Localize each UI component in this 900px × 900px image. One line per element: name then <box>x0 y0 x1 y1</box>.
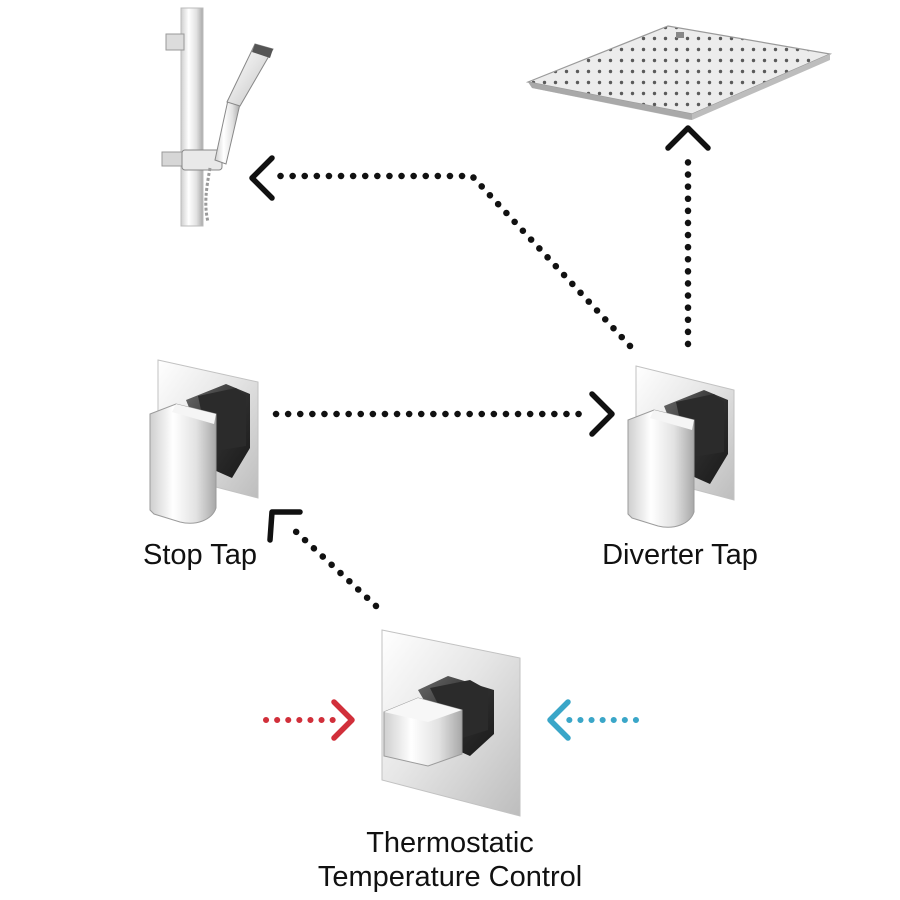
arrow-thermostatic-to-stop <box>267 509 380 610</box>
diverter-tap-icon <box>627 365 735 528</box>
thermostatic-control-label: Thermostatic Temperature Control <box>260 826 640 894</box>
arrow-diverter-to-handset <box>249 155 634 350</box>
arrow-stop-to-diverter <box>272 391 615 437</box>
slide-rail-handset-icon <box>161 7 274 227</box>
cold-supply-arrow <box>547 699 639 741</box>
thermostatic-valve-icon <box>381 629 521 817</box>
thermostatic-label-line1: Thermostatic <box>366 827 534 859</box>
overhead-shower-head-icon <box>525 25 833 120</box>
thermostatic-label-line2: Temperature Control <box>317 861 583 893</box>
diverter-tap-label: Diverter Tap <box>602 539 758 571</box>
stop-tap-icon <box>149 359 259 524</box>
hot-supply-arrow <box>263 699 355 741</box>
arrow-diverter-to-overhead <box>665 125 711 348</box>
stop-tap-label: Stop Tap <box>143 539 257 571</box>
